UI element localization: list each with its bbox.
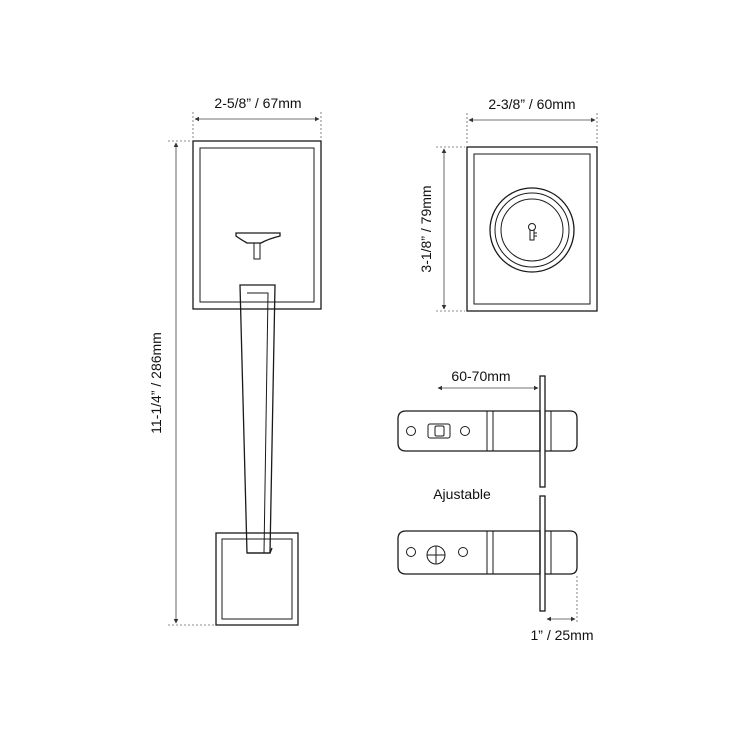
thumb-latch-stem — [253, 242, 261, 260]
latch-bottom-hole-right — [458, 547, 468, 557]
backset-dimension: 60-70mm — [437, 368, 539, 391]
latch-top-slot — [427, 423, 451, 439]
latch-bottom-faceplate — [539, 495, 546, 612]
backset-label: 60-70mm — [451, 368, 510, 384]
adjustable-note: Ajustable — [433, 486, 491, 502]
latch-bottom-drawing — [397, 495, 578, 612]
latch-top-hole-right — [460, 426, 470, 436]
deadbolt-escutcheon-outer — [466, 146, 598, 312]
deadbolt-escutcheon-inner — [473, 153, 591, 305]
latch-top-hole-left — [406, 426, 416, 436]
latch-bottom-bolt — [545, 530, 578, 575]
thumb-latch — [235, 232, 281, 244]
handle-height-dimension: 11-1/4” / 286mm — [148, 140, 214, 626]
bottom-escutcheon-inner — [221, 538, 293, 620]
deadbolt-height-dimension: 3-1/8” / 79mm — [418, 146, 465, 312]
deadbolt-drawing — [466, 146, 598, 312]
latch-bottom-hole-left — [406, 547, 416, 557]
top-escutcheon-outer — [192, 140, 322, 310]
trim-width-dimension: 2-5/8” / 67mm — [192, 95, 322, 139]
grip-front — [239, 284, 276, 554]
latch-bottom-body — [397, 530, 541, 575]
deadbolt-height-label: 3-1/8” / 79mm — [418, 185, 434, 272]
latch-top-drawing — [397, 375, 578, 488]
cylinder-face — [500, 198, 564, 262]
latch-top-slot-square — [434, 425, 445, 437]
grip-base — [247, 547, 273, 554]
latch-top-bolt — [545, 410, 578, 452]
cylinder-ring-outer — [489, 187, 575, 273]
handleset-drawing — [192, 140, 322, 626]
latch-top-body — [397, 410, 541, 452]
deadbolt-width-dimension: 2-3/8” / 60mm — [466, 96, 598, 145]
bottom-escutcheon-outer — [215, 532, 299, 626]
spindle-cross-icon — [426, 545, 446, 565]
top-escutcheon-inner — [199, 147, 315, 303]
keyhole-icon — [528, 223, 537, 241]
cylinder-ring-inner — [494, 192, 570, 268]
handle-height-label: 11-1/4” / 286mm — [148, 332, 164, 434]
faceplate-depth-dimension: 1” / 25mm — [530, 576, 594, 643]
latch-top-faceplate — [539, 375, 546, 488]
grip-facet — [247, 292, 269, 554]
faceplate-depth-label: 1” / 25mm — [530, 627, 593, 643]
trim-width-label: 2-5/8” / 67mm — [214, 95, 301, 111]
deadbolt-width-label: 2-3/8” / 60mm — [488, 96, 575, 112]
